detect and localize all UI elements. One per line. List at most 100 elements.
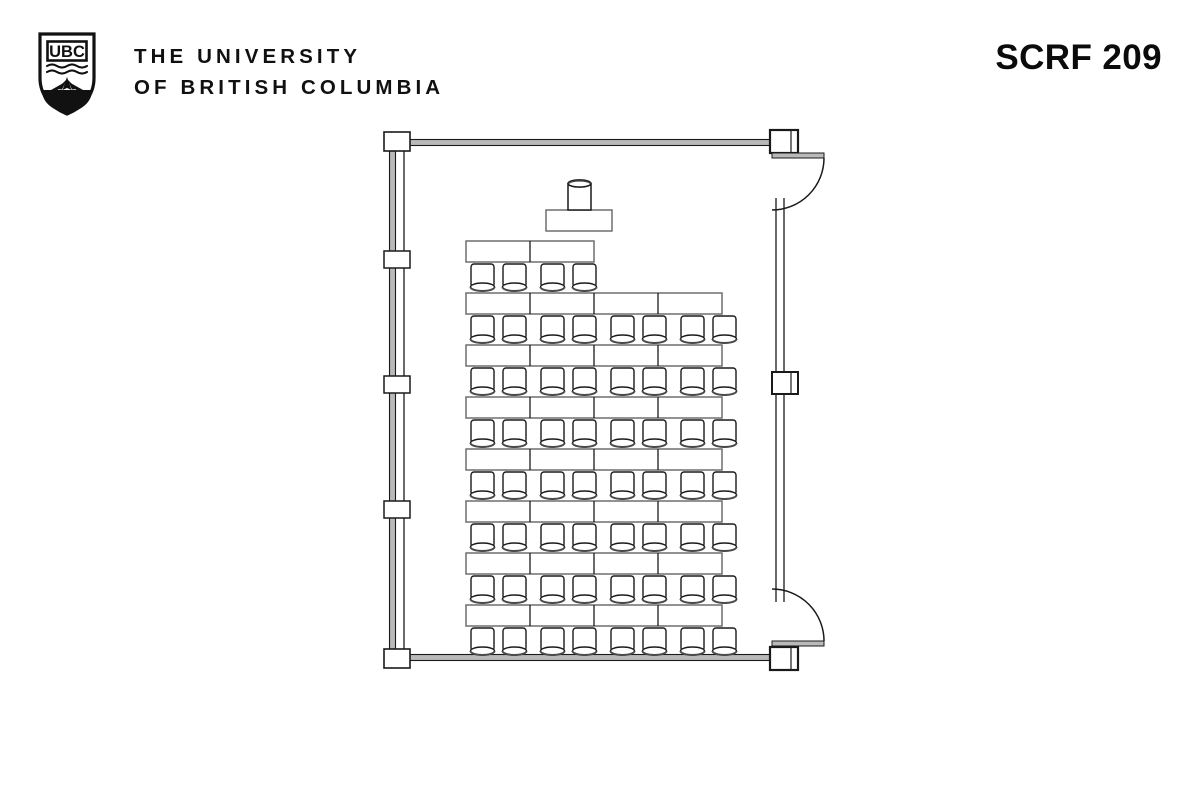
seat-row-1-chair-3[interactable] [539,263,566,292]
seat-row-6-chair-2[interactable] [501,523,528,552]
seat-row-1-chair-1[interactable] [469,263,496,292]
seat-row-7-chair-2[interactable] [501,575,528,604]
chair-base-shade [711,598,738,604]
podium-lectern-seat-shade [567,180,592,185]
seat-row-3-chair-1[interactable] [469,367,496,396]
chair-base-shade [609,598,636,604]
column-top-left [383,131,411,152]
instructor-podium[interactable] [545,179,613,232]
seat-row-3[interactable] [465,344,738,396]
chair-base-shade [539,390,566,396]
seat-row-6[interactable] [465,500,738,552]
seat-row-4-chair-1[interactable] [469,419,496,448]
seat-row-1-chair-4[interactable] [571,263,598,292]
seat-row-2[interactable] [465,292,738,344]
chair-base-shade [711,442,738,448]
seat-row-7-chair-1[interactable] [469,575,496,604]
seat-row-6-chair-1[interactable] [469,523,496,552]
seat-row-2-chair-5[interactable] [609,315,636,344]
seat-row-5[interactable] [465,448,738,500]
chair-base-shade [469,286,496,292]
seat-row-4[interactable] [465,396,738,448]
chair-base-shade [501,390,528,396]
chair-base-shade [609,546,636,552]
seat-row-6-chair-8[interactable] [711,523,738,552]
seat-row-6-chair-7[interactable] [679,523,706,552]
podium-desk[interactable] [545,209,613,232]
seating-group[interactable] [465,240,738,656]
doors-group[interactable] [771,152,825,647]
seat-row-2-chair-2[interactable] [501,315,528,344]
seat-row-8-chair-2[interactable] [501,627,528,656]
seat-row-3-chair-3[interactable] [539,367,566,396]
seat-row-1[interactable] [465,240,598,292]
seat-row-7-chair-6[interactable] [641,575,668,604]
seat-row-5-chair-1[interactable] [469,471,496,500]
ubc-brand-lockup: UBC THE UNIVERSITY OF BRITISH COLUMBIA [38,32,444,116]
seat-row-5-chair-8[interactable] [711,471,738,500]
wall-bottom [399,653,791,662]
door-top-right[interactable] [771,152,825,211]
seat-row-3-chair-4[interactable] [571,367,598,396]
chair-base-shade [539,338,566,344]
wordmark-line-2: OF BRITISH COLUMBIA [134,76,445,99]
chair-base-shade [679,598,706,604]
seat-row-2-chair-6[interactable] [641,315,668,344]
chair-base-shade [641,546,668,552]
chair-base-shade [539,598,566,604]
seat-row-6-chair-6[interactable] [641,523,668,552]
seat-row-2-chair-4[interactable] [571,315,598,344]
chair-base-shade [711,338,738,344]
seat-row-2-chair-3[interactable] [539,315,566,344]
seat-row-8-chair-8[interactable] [711,627,738,656]
seat-row-7-chair-7[interactable] [679,575,706,604]
seat-row-8-chair-7[interactable] [679,627,706,656]
seat-row-5-chair-3[interactable] [539,471,566,500]
seat-row-8-chair-3[interactable] [539,627,566,656]
seat-row-5-chair-7[interactable] [679,471,706,500]
seat-row-4-chair-3[interactable] [539,419,566,448]
seat-row-4-chair-8[interactable] [711,419,738,448]
chair-base-shade [571,494,598,500]
seat-row-6-chair-4[interactable] [571,523,598,552]
wall-right [775,198,785,602]
seat-row-7-chair-4[interactable] [571,575,598,604]
seat-row-2-chair-7[interactable] [679,315,706,344]
chair-base-shade [609,494,636,500]
seat-row-4-chair-2[interactable] [501,419,528,448]
seat-row-3-chair-7[interactable] [679,367,706,396]
chair-base-shade [711,390,738,396]
seat-row-3-chair-6[interactable] [641,367,668,396]
chair-base-shade [469,546,496,552]
seat-row-7-chair-5[interactable] [609,575,636,604]
seat-row-4-chair-4[interactable] [571,419,598,448]
seat-row-6-chair-5[interactable] [609,523,636,552]
seat-row-4-chair-7[interactable] [679,419,706,448]
seat-row-3-chair-5[interactable] [609,367,636,396]
seat-row-2-chair-1[interactable] [469,315,496,344]
seat-row-8-chair-4[interactable] [571,627,598,656]
seat-row-8-chair-5[interactable] [609,627,636,656]
seat-row-8-chair-1[interactable] [469,627,496,656]
chair-base-shade [641,494,668,500]
seat-row-7-chair-8[interactable] [711,575,738,604]
seat-row-8-chair-6[interactable] [641,627,668,656]
seat-row-7-chair-3[interactable] [539,575,566,604]
seat-row-5-chair-6[interactable] [641,471,668,500]
window-mullion-left-2 [383,375,411,394]
seat-row-5-chair-4[interactable] [571,471,598,500]
seat-row-5-chair-2[interactable] [501,471,528,500]
chair-base-shade [679,494,706,500]
door-bottom-right[interactable] [771,588,825,647]
seat-row-2-chair-8[interactable] [711,315,738,344]
seat-row-1-chair-2[interactable] [501,263,528,292]
seat-row-3-chair-8[interactable] [711,367,738,396]
seat-row-6-chair-3[interactable] [539,523,566,552]
seat-row-8[interactable] [465,604,738,656]
seat-row-4-chair-5[interactable] [609,419,636,448]
seat-row-5-chair-5[interactable] [609,471,636,500]
seat-row-3-chair-2[interactable] [501,367,528,396]
columns-group [383,128,800,672]
seat-row-7[interactable] [465,552,738,604]
seat-row-4-chair-6[interactable] [641,419,668,448]
